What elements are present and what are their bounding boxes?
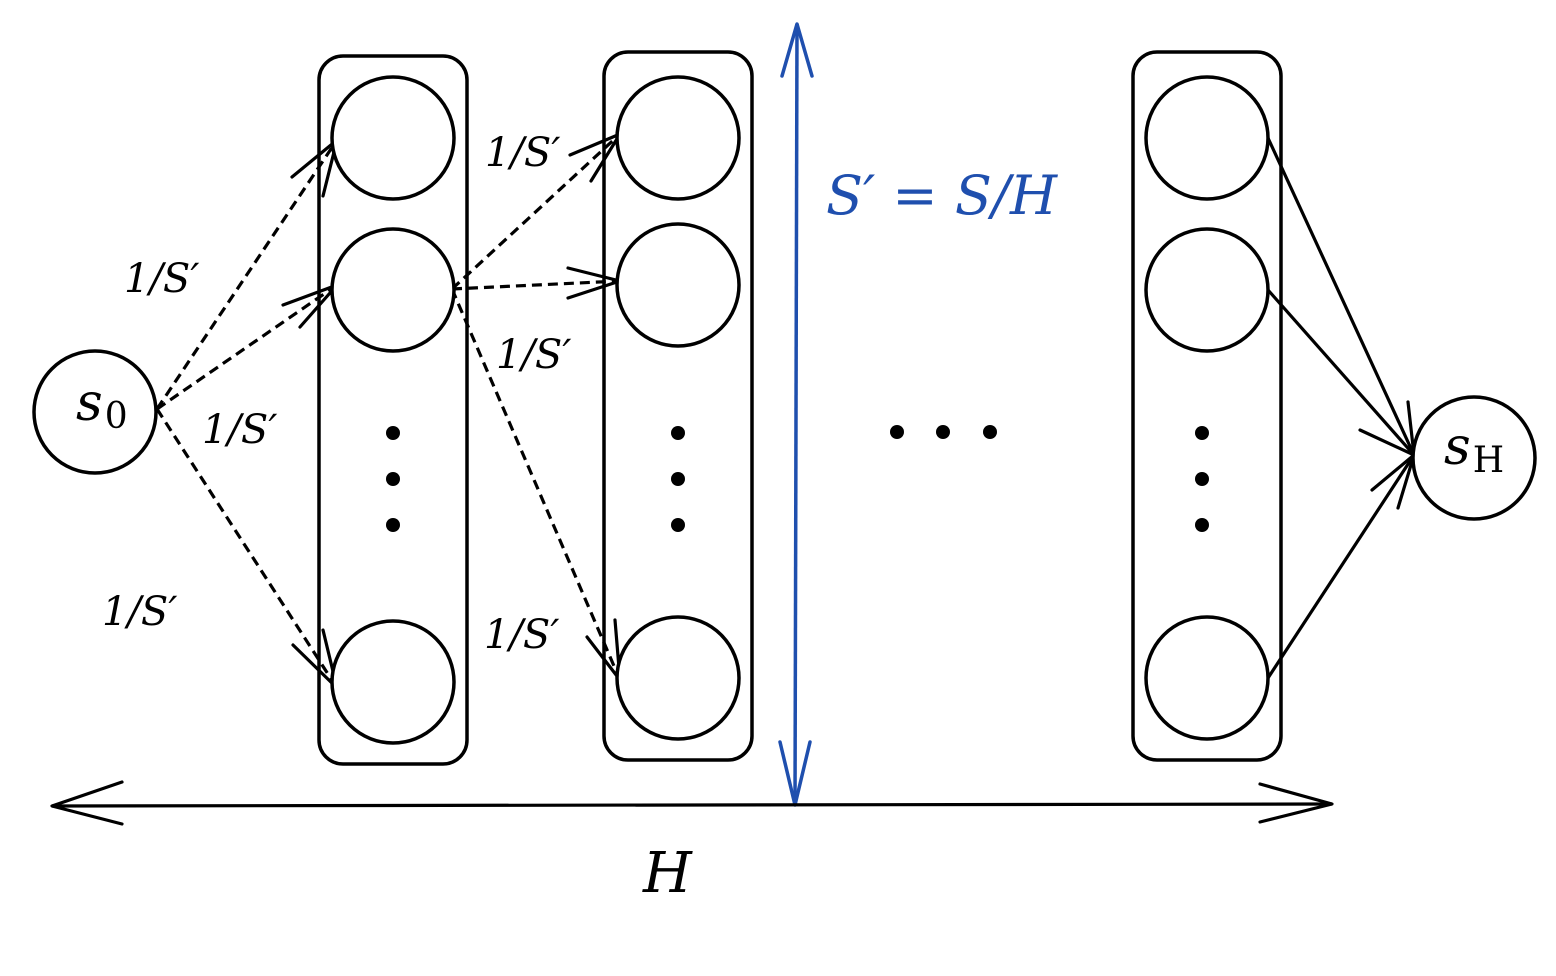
edge-label-layer-bottom: 1/S′ xyxy=(484,612,559,658)
layer1-node-bottom xyxy=(330,619,456,745)
end-node-label: sH xyxy=(1444,417,1504,481)
edge-label-start-bottom: 1/S′ xyxy=(102,589,177,635)
edge-label-layer-top: 1/S′ xyxy=(485,130,560,176)
edge-label-start-middle: 1/S′ xyxy=(202,407,277,453)
end-node xyxy=(1411,395,1537,521)
horizon-label: H xyxy=(642,841,693,906)
last-node-bottom xyxy=(1144,615,1270,741)
start-node-label: s0 xyxy=(76,373,128,437)
layer-size-arrow xyxy=(778,22,814,807)
layer1-node-top xyxy=(330,75,456,201)
edges-layer1-to-layer2 xyxy=(450,132,622,682)
layer-box-1 xyxy=(317,54,469,766)
horizon-arrow xyxy=(50,780,1334,826)
layer2-node-bottom xyxy=(615,615,741,741)
layer1-ellipsis xyxy=(386,426,400,532)
horizontal-ellipsis xyxy=(890,425,997,439)
edge-label-layer-middle: 1/S′ xyxy=(496,332,571,378)
edge-label-start-top: 1/S′ xyxy=(124,256,199,302)
layer-box-2 xyxy=(602,50,754,762)
layer1-node-second xyxy=(330,227,456,353)
layer-size-label: S′ = S/H xyxy=(826,164,1058,227)
layer-box-last xyxy=(1131,50,1283,762)
last-node-second xyxy=(1144,227,1270,353)
start-node xyxy=(32,349,158,475)
layer2-node-second xyxy=(615,222,741,348)
last-node-top xyxy=(1144,75,1270,201)
last-layer-ellipsis xyxy=(1195,426,1209,532)
layer2-ellipsis xyxy=(671,426,685,532)
layer2-node-top xyxy=(615,75,741,201)
edges-last-to-end xyxy=(1266,137,1416,679)
